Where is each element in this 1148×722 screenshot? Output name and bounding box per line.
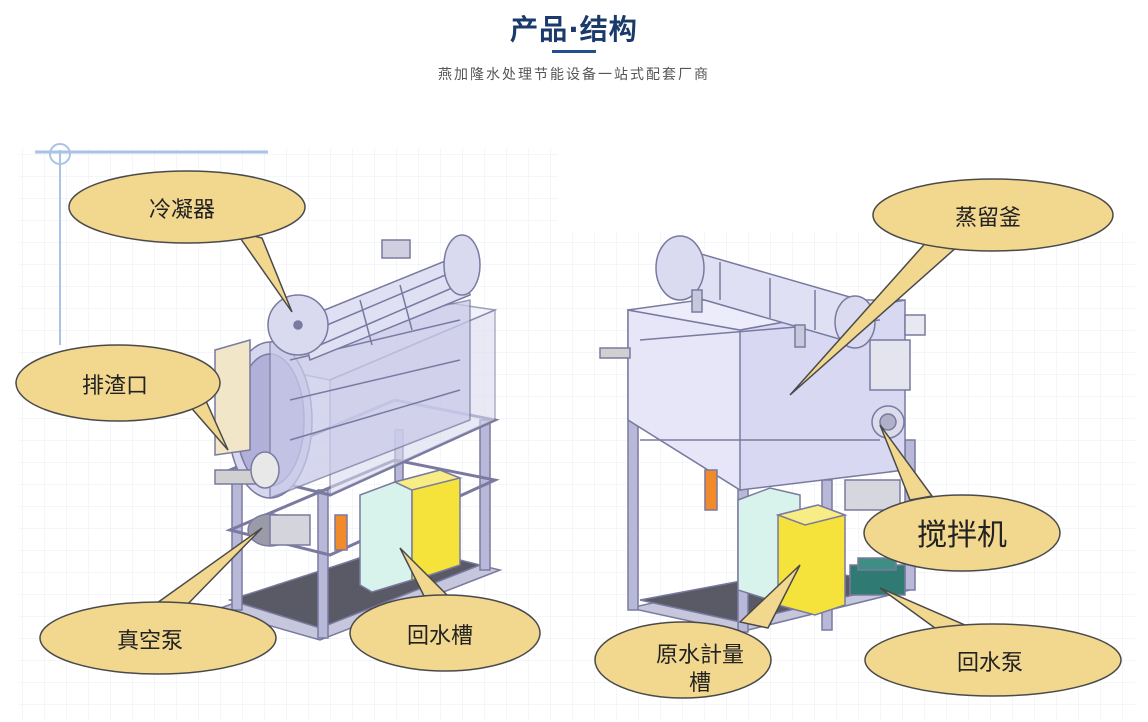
callout-vacuum-pump-label: 真空泵: [117, 629, 183, 654]
callout-return-tank-label: 回水槽: [407, 624, 473, 649]
callout-agitator-label: 搅拌机: [917, 518, 1007, 553]
left-panel: 冷凝器 排渣口 真空泵 回水槽: [15, 143, 558, 720]
page-title: 产品·结构: [510, 13, 638, 46]
page-subtitle: 燕加隆水处理节能设备一站式配套厂商: [438, 67, 710, 83]
callout-return-pump: 回水泵: [864, 587, 1122, 697]
callout-raw-water-tank-label-line2: 槽: [689, 671, 711, 696]
callout-vacuum-pump: 真空泵: [39, 527, 277, 675]
callout-slag-outlet: 排渣口: [15, 344, 229, 451]
callout-raw-water-tank-label-line1: 原水計量: [656, 643, 744, 668]
callout-condenser-label: 冷凝器: [149, 198, 215, 223]
callout-distillation-kettle: 蒸留釜: [789, 178, 1114, 396]
callout-distillation-kettle-label: 蒸留釜: [955, 206, 1021, 231]
callout-slag-outlet-label: 排渣口: [82, 374, 148, 399]
callout-raw-water-tank: 原水計量 槽: [594, 564, 801, 699]
callout-return-pump-label: 回水泵: [957, 651, 1023, 676]
crosshair-icon: [49, 143, 71, 165]
right-panel: 蒸留釜 搅拌机 原水計量 槽 回水泵: [555, 178, 1135, 720]
callout-condenser: 冷凝器: [68, 170, 306, 313]
callout-return-tank: 回水槽: [349, 547, 541, 672]
title-underline: [552, 50, 596, 53]
header: 产品·结构 燕加隆水处理节能设备一站式配套厂商: [0, 0, 1148, 100]
callout-agitator: 搅拌机: [863, 424, 1061, 572]
